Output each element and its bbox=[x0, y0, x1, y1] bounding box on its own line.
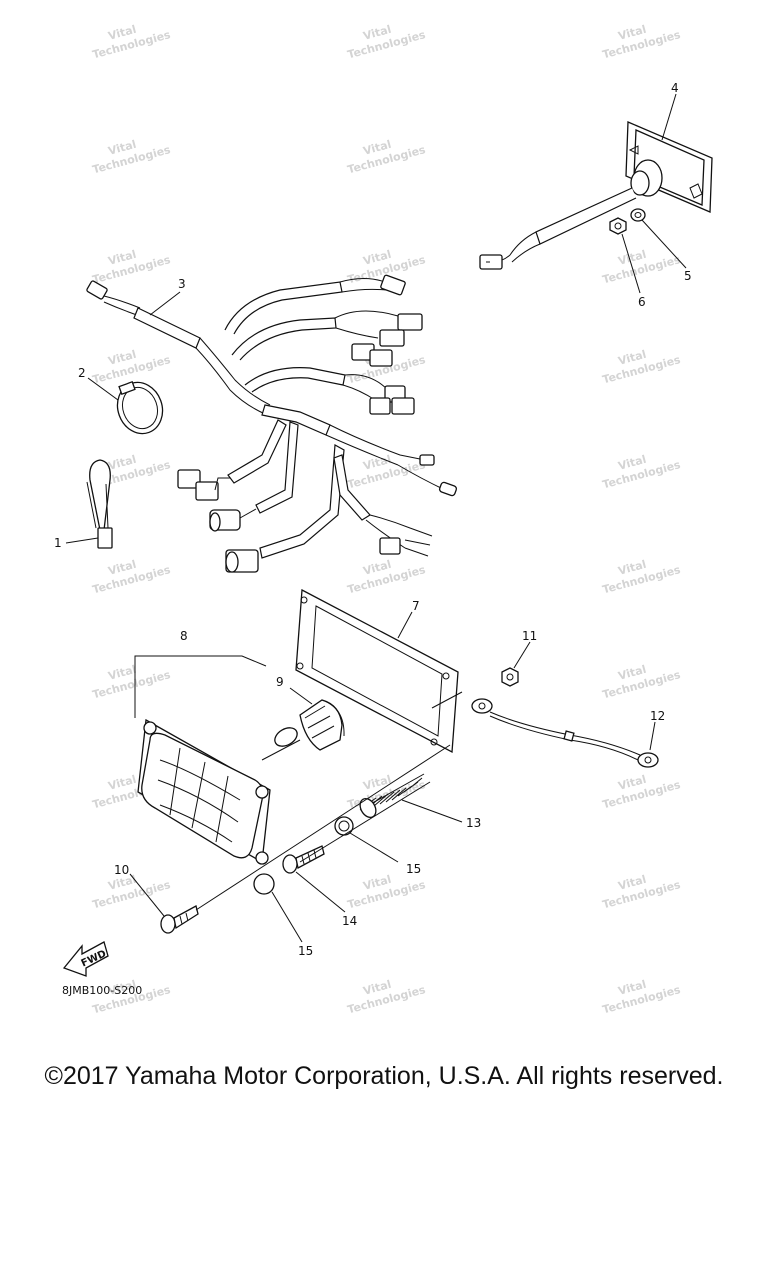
callout-12: 12 bbox=[650, 709, 665, 723]
callout-1: 1 bbox=[54, 536, 62, 550]
callout-6: 6 bbox=[638, 295, 646, 309]
callout-14: 14 bbox=[342, 914, 357, 928]
callout-7: 7 bbox=[412, 599, 420, 613]
callout-13: 13 bbox=[466, 816, 481, 830]
grommet-part-15-upper bbox=[334, 816, 354, 836]
diagram-code: 8JMB100-S200 bbox=[62, 984, 142, 997]
nut-part-11 bbox=[501, 667, 519, 687]
reference-lines bbox=[195, 691, 463, 911]
callout-11: 11 bbox=[522, 629, 537, 643]
callout-labels: 1 2 3 4 5 6 7 8 9 10 11 12 13 14 15 15 bbox=[54, 81, 692, 958]
spring-part-13 bbox=[359, 773, 425, 818]
switch-assembly-part-4 bbox=[479, 121, 713, 270]
callout-2: 2 bbox=[78, 366, 86, 380]
copyright-notice: ©2017 Yamaha Motor Corporation, U.S.A. A… bbox=[44, 1062, 724, 1090]
leader-lines bbox=[65, 93, 687, 943]
ground-lead-part-12 bbox=[471, 698, 659, 768]
grommet-part-15-lower bbox=[253, 873, 275, 895]
callout-5: 5 bbox=[684, 269, 692, 283]
nut-part-6 bbox=[609, 217, 627, 235]
wire-harness-part-3 bbox=[86, 274, 458, 573]
callout-8: 8 bbox=[180, 629, 188, 643]
callout-15-upper: 15 bbox=[406, 862, 421, 876]
gasket-part-7 bbox=[295, 588, 459, 754]
headlight-part-8 bbox=[137, 718, 271, 865]
fwd-arrow-icon: FWD bbox=[62, 941, 109, 977]
bulb-part-9 bbox=[274, 699, 345, 751]
callout-15-lower: 15 bbox=[298, 944, 313, 958]
cable-tie-part-1 bbox=[86, 459, 113, 549]
washer-part-5 bbox=[630, 208, 646, 222]
callout-9: 9 bbox=[276, 675, 284, 689]
callout-10: 10 bbox=[114, 863, 129, 877]
callout-4: 4 bbox=[671, 81, 679, 95]
band-clamp-part-2 bbox=[116, 381, 164, 435]
bolt-part-10 bbox=[160, 905, 199, 934]
callout-3: 3 bbox=[178, 277, 186, 291]
